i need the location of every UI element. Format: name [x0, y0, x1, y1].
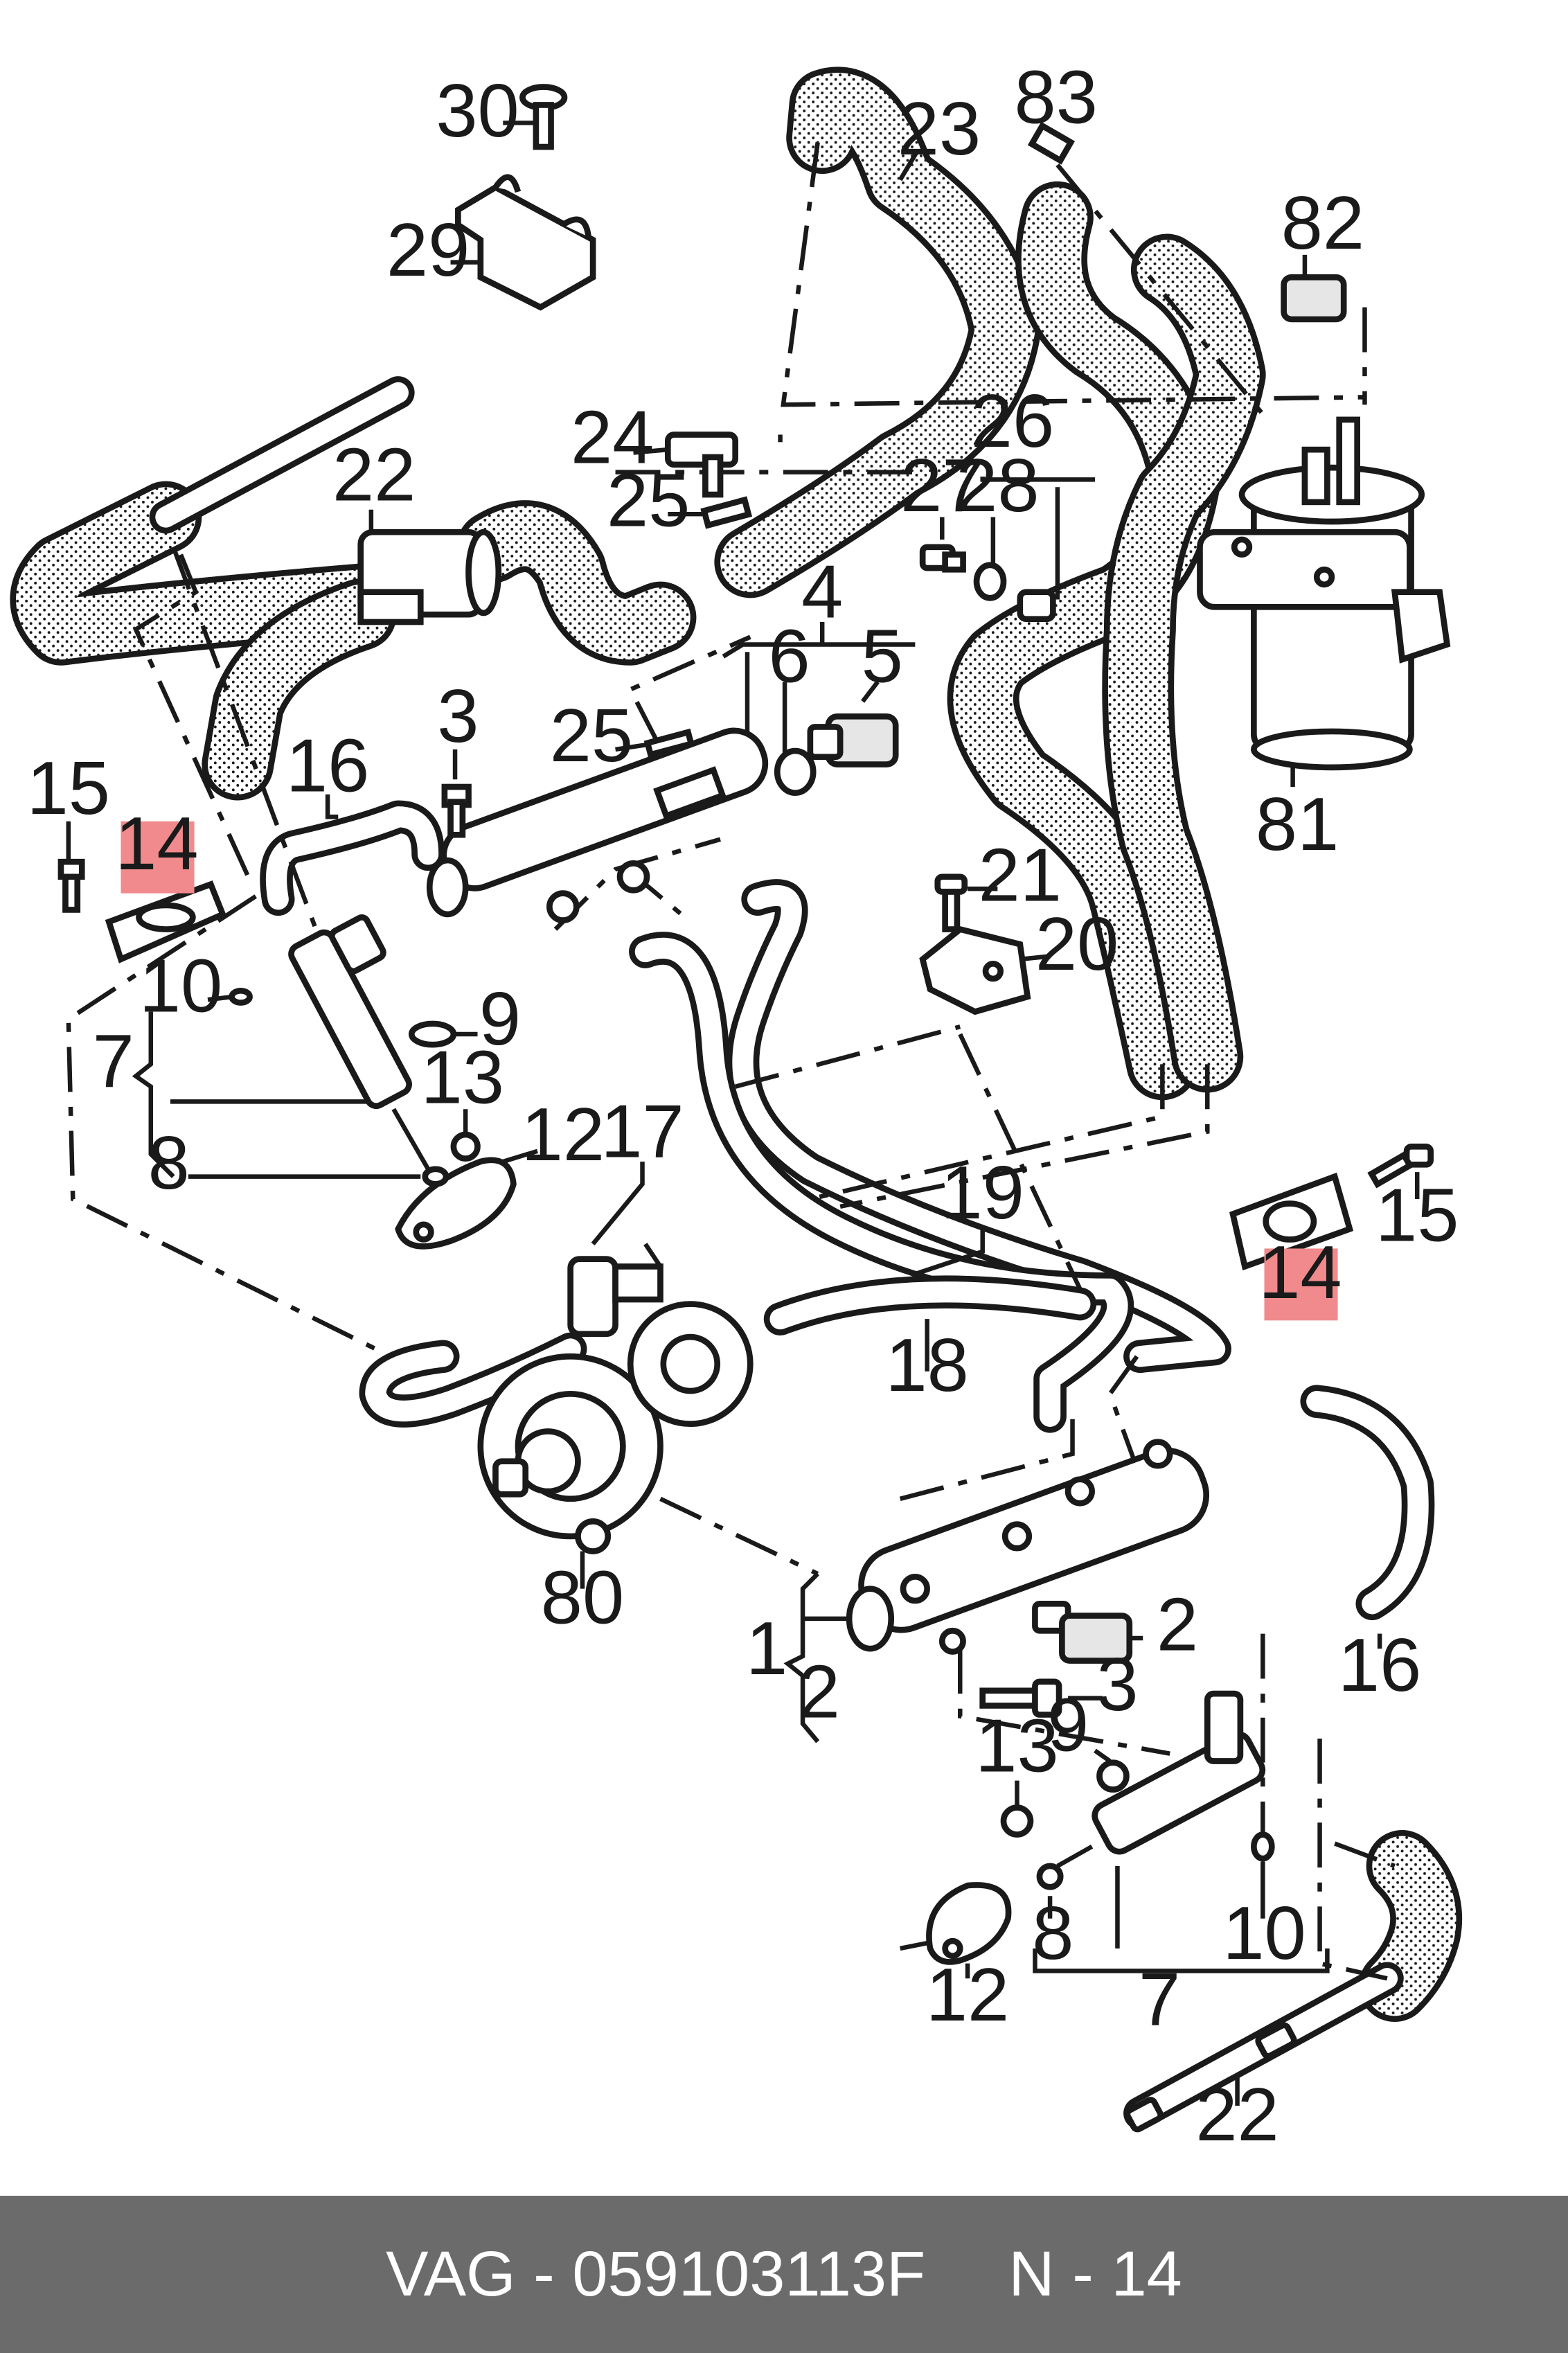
- seal-8-left: [422, 1166, 449, 1187]
- callout-8-lower: 8: [1032, 1891, 1073, 1975]
- sensor-27: [919, 544, 966, 573]
- callout-26: 26: [971, 379, 1054, 463]
- injector-7-right: [1056, 1690, 1266, 1868]
- callout-7-upper: 7: [93, 1019, 134, 1103]
- seal-25-mid: [643, 728, 695, 758]
- callout-28: 28: [956, 443, 1039, 527]
- callout-19: 19: [941, 1151, 1024, 1234]
- callout-labels: 30 29 23 83 82 22 24 25 26 27 28 4 6 5 3…: [27, 55, 1459, 2156]
- seal-25-top: [700, 496, 753, 529]
- callout-14-left: 14: [115, 801, 198, 885]
- callout-1: 1: [746, 1606, 787, 1690]
- bracket-20: [919, 925, 1031, 1015]
- callout-83: 83: [1015, 55, 1098, 139]
- callout-23: 23: [898, 87, 981, 170]
- high-pressure-pump-80: [477, 1256, 754, 1554]
- footer-ref-separator: -: [1054, 2239, 1112, 2309]
- bolt-3-upper: [441, 783, 472, 838]
- callout-80: 80: [541, 1555, 624, 1639]
- callout-12-lower: 12: [926, 1953, 1009, 2036]
- callout-29: 29: [386, 208, 470, 292]
- callout-9-upper: 9: [479, 977, 521, 1060]
- callout-10-lower: 10: [1222, 1891, 1306, 1975]
- callout-6: 6: [768, 614, 810, 698]
- bolt-15-right: [1367, 1143, 1434, 1189]
- seal-8-right: [1036, 1863, 1064, 1890]
- clamp-14-right: [1229, 1172, 1354, 1271]
- footer-ref-number: 14: [1111, 2239, 1182, 2309]
- pressure-valve-5: [807, 713, 899, 767]
- callout-16-upper: 16: [286, 723, 369, 807]
- callout-15-left: 15: [27, 746, 110, 830]
- footer-brand: VAG: [386, 2239, 516, 2309]
- callout-24: 24: [571, 396, 654, 479]
- o-ring-28: [973, 562, 1007, 601]
- callout-14-right: 14: [1258, 1230, 1342, 1314]
- callout-13-upper: 13: [421, 1036, 504, 1119]
- o-ring-9-right: [1096, 1759, 1130, 1793]
- callout-27: 27: [900, 443, 983, 527]
- nut-13-left: [450, 1131, 481, 1162]
- callout-30: 30: [436, 69, 519, 152]
- banjo-bolt-24: [664, 432, 739, 498]
- bolt-15-left: [57, 858, 85, 913]
- fitting-26: [1017, 589, 1056, 622]
- callout-lines: [66, 121, 1420, 2106]
- bolt-30: [519, 84, 568, 150]
- bracket-29: [455, 174, 596, 311]
- callout-22-upper: 22: [332, 433, 416, 517]
- callout-3-lower: 3: [1096, 1642, 1138, 1726]
- callout-20: 20: [1035, 902, 1119, 986]
- callout-16-lower: 16: [1338, 1623, 1421, 1707]
- footer-part-number: 059103113F: [572, 2239, 926, 2309]
- leader-lines: [66, 142, 1396, 1981]
- fuel-line-22-lower: [1124, 2022, 1297, 2133]
- fuel-rail-lower: [846, 1439, 1210, 1655]
- callout-2-lower: 2: [799, 1650, 840, 1734]
- bolt-21: [934, 873, 968, 932]
- callout-10-upper: 10: [139, 944, 222, 1028]
- callout-7-lower: 7: [1139, 1957, 1180, 2041]
- callout-82: 82: [1281, 181, 1364, 265]
- callout-2-upper: 2: [1157, 1582, 1198, 1666]
- pressure-sensor-2: [1032, 1600, 1133, 1664]
- bolt-3-lower: [979, 1678, 1062, 1718]
- callout-15-right: 15: [1375, 1173, 1459, 1257]
- fitting-83: [1027, 121, 1076, 165]
- clamp-14-left: [105, 880, 227, 964]
- injector-7-left: [288, 914, 430, 1171]
- part-number-footer: VAG - 059103113F N - 14: [0, 2196, 1568, 2353]
- callout-8-upper: 8: [148, 1121, 190, 1205]
- o-ring-6: [774, 747, 817, 796]
- callout-3-upper: 3: [437, 674, 479, 758]
- footer-separator: -: [515, 2239, 573, 2309]
- callout-9-lower: 9: [1047, 1682, 1089, 1766]
- seal-10-right: [1251, 1831, 1275, 1862]
- callout-5: 5: [862, 614, 903, 698]
- callout-12-upper: 12: [522, 1092, 605, 1176]
- hose-82: [1281, 274, 1347, 323]
- callout-81: 81: [1256, 782, 1339, 866]
- callout-18: 18: [885, 1323, 968, 1407]
- clamp-12-right: [926, 1882, 1012, 1965]
- callout-13-lower: 13: [975, 1704, 1058, 1788]
- seal-10-left: [229, 987, 253, 1006]
- clamp-12-left: [395, 1157, 517, 1250]
- nut-13-right: [1000, 1804, 1034, 1838]
- footer-ref-prefix: N: [1008, 2239, 1055, 2309]
- fuel-cooler-22: [357, 529, 502, 625]
- highlight-box-14-right: [1264, 1248, 1338, 1321]
- callout-25-upper: 25: [607, 459, 690, 542]
- highlight-box-14-left: [121, 821, 195, 894]
- callout-17: 17: [600, 1089, 684, 1173]
- o-ring-9-left: [408, 1020, 457, 1048]
- parts-diagram: 30 29 23 83 82 22 24 25 26 27 28 4 6 5 3…: [10, 55, 1463, 2156]
- callout-22-lower: 22: [1195, 2072, 1279, 2156]
- callout-21: 21: [979, 833, 1062, 916]
- callout-4: 4: [801, 549, 843, 633]
- fuel-filter-81: [1197, 416, 1451, 771]
- callout-25-middle: 25: [550, 693, 633, 777]
- fuel-rail-upper: [426, 727, 769, 923]
